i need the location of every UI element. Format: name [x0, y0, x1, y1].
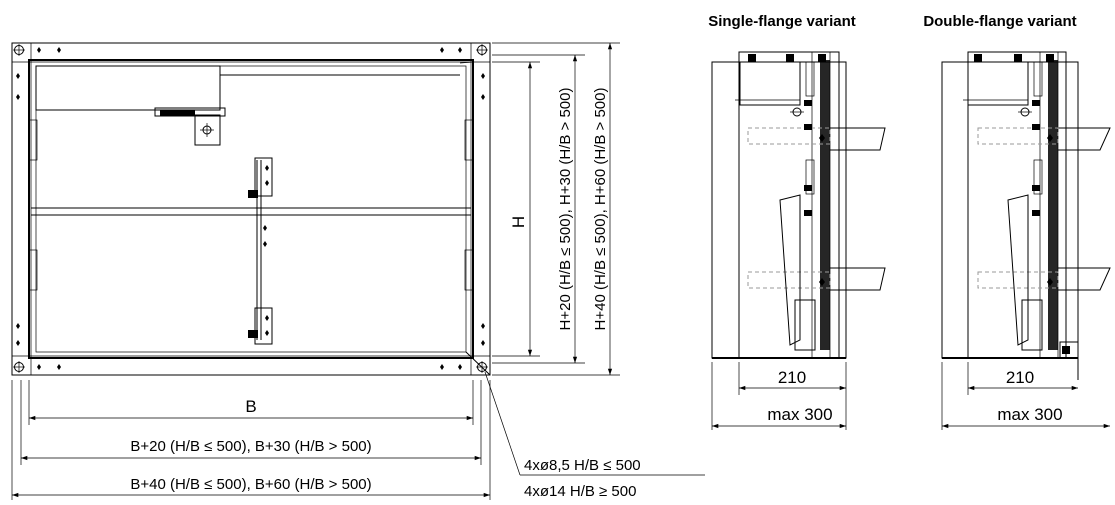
hole-note: 4xø8,5 H/B ≤ 500 4xø14 H/B ≥ 500 — [484, 371, 705, 500]
height-dimensions: H H+20 (H/B ≤ 500), H+30 (H/B > 500) H+4… — [492, 42, 620, 376]
hole-note-1: 4xø8,5 H/B ≤ 500 — [524, 457, 641, 474]
height-dim-2: H+40 (H/B ≤ 500), H+60 (H/B > 500) — [592, 88, 609, 331]
outer-flange-frame — [11, 42, 491, 376]
double-flange-title: Double-flange variant — [923, 13, 1076, 30]
bolt-markers — [16, 47, 485, 370]
single-max-label: max 300 — [767, 405, 832, 424]
single-flange-title: Single-flange variant — [708, 13, 856, 30]
actuator-box — [35, 65, 460, 146]
front-view — [11, 42, 491, 376]
double-flange-view: Double-flange variant — [923, 13, 1111, 430]
height-dim-1: H+20 (H/B ≤ 500), H+30 (H/B > 500) — [557, 88, 574, 331]
hole-note-2: 4xø14 H/B ≥ 500 — [524, 483, 636, 500]
single-depth-label: 210 — [778, 368, 806, 387]
width-dim-1: B+20 (H/B ≤ 500), B+30 (H/B > 500) — [130, 438, 371, 455]
inner-casing — [28, 59, 474, 359]
width-dim-2: B+40 (H/B ≤ 500), B+60 (H/B > 500) — [130, 476, 371, 493]
height-label: H — [509, 216, 528, 228]
width-dimensions: B B+20 (H/B ≤ 500), B+30 (H/B > 500) B+4… — [11, 380, 491, 500]
width-label: B — [245, 397, 256, 416]
linkage-rod — [248, 157, 273, 345]
corner-holes — [13, 44, 488, 373]
double-max-label: max 300 — [997, 405, 1062, 424]
double-depth-label: 210 — [1006, 368, 1034, 387]
single-flange-view: Single-flange variant — [708, 13, 886, 430]
